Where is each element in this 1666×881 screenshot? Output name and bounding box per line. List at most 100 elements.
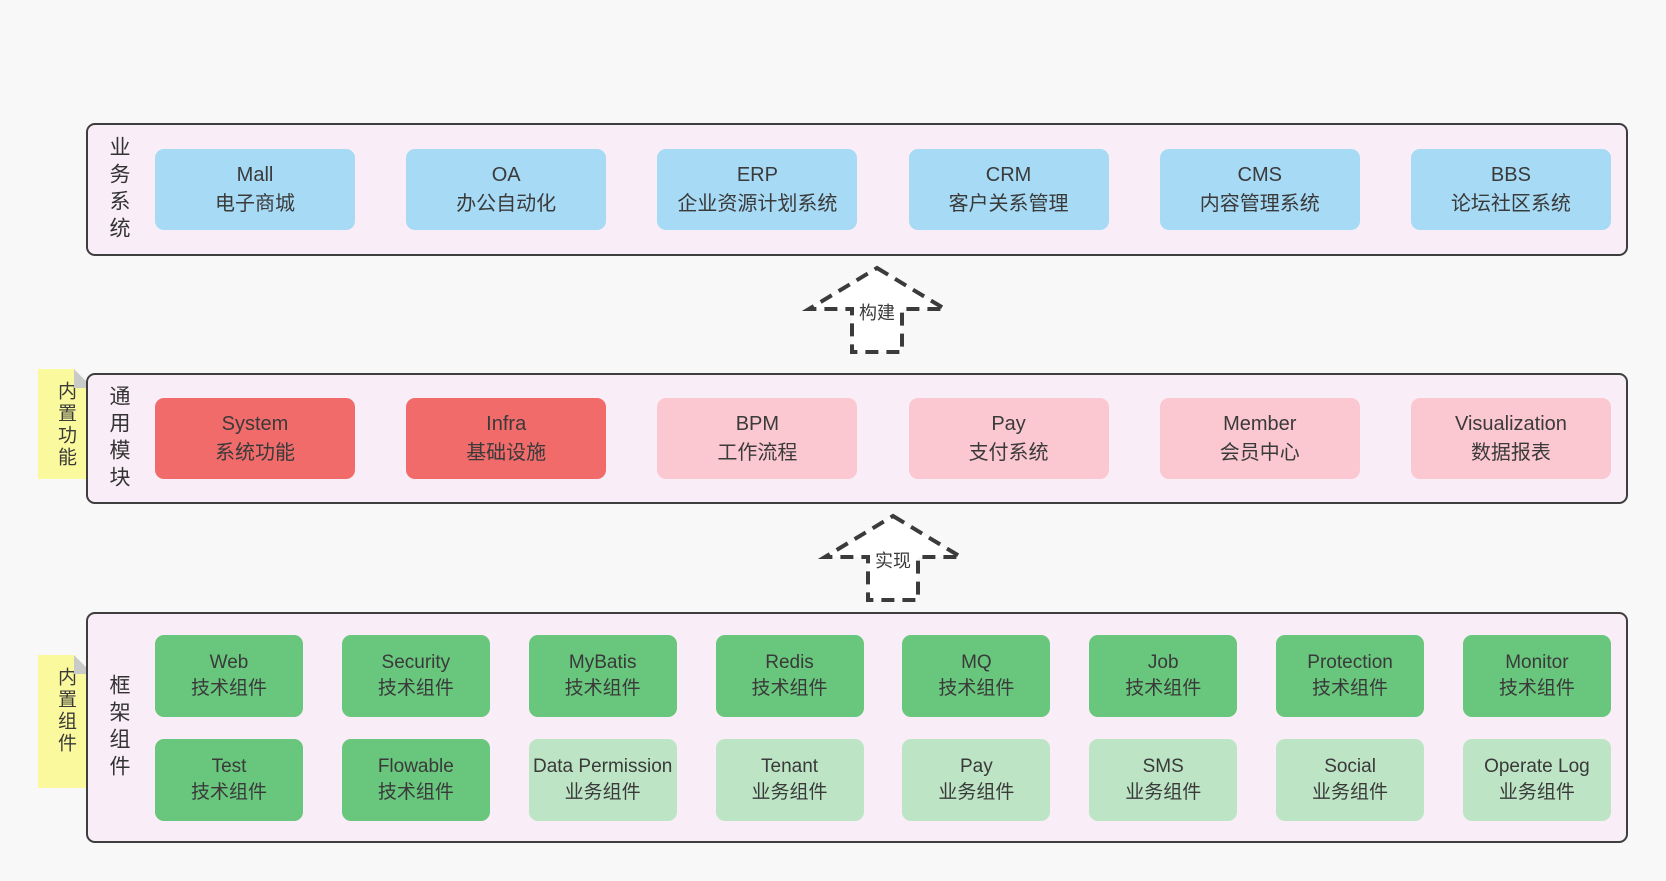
module-box-subtitle: 内容管理系统: [1199, 192, 1320, 215]
module-box-bpm: BPM 工作流程: [657, 398, 858, 479]
module-box-subtitle: 客户关系管理: [948, 192, 1069, 215]
module-box-security: Security 技术组件: [341, 634, 490, 717]
module-box-crm: CRM 客户关系管理: [908, 149, 1109, 230]
sticky-label: 内置组件: [55, 667, 76, 755]
module-box-pay: Pay 业务组件: [902, 738, 1051, 821]
module-box-job: Job 技术组件: [1089, 634, 1238, 717]
module-box-title: System: [221, 413, 289, 436]
module-box-title: Monitor: [1505, 652, 1569, 674]
sticky-note-builtin-components: 内置组件: [38, 655, 93, 788]
module-box-title: Tenant: [761, 756, 819, 778]
module-box-cms: CMS 内容管理系统: [1159, 149, 1360, 230]
sticky-note-builtin-features: 内置功能: [38, 369, 93, 479]
module-box-subtitle: 技术组件: [1125, 677, 1202, 699]
module-box-subtitle: 业务组件: [751, 781, 828, 803]
module-box-title: Pay: [991, 413, 1026, 436]
module-box-title: Redis: [765, 652, 814, 674]
module-box-member: Member 会员中心: [1159, 398, 1360, 479]
module-box-title: ERP: [736, 164, 778, 187]
implement-arrow-label: 实现: [871, 546, 915, 575]
module-box-data-permission: Data Permission 业务组件: [528, 738, 677, 821]
module-box-tenant: Tenant 业务组件: [715, 738, 864, 821]
implement-arrow: 实现: [818, 512, 968, 604]
module-box-title: Data Permission: [532, 756, 673, 778]
module-box-subtitle: 电子商城: [215, 192, 295, 215]
module-box-title: Infra: [486, 413, 527, 436]
module-box-subtitle: 论坛社区系统: [1450, 192, 1571, 215]
module-box-title: Flowable: [377, 756, 454, 778]
module-box-title: Mall: [236, 164, 274, 187]
module-box-subtitle: 业务组件: [1125, 781, 1202, 803]
module-box-subtitle: 系统功能: [215, 441, 295, 464]
module-box-erp: ERP 企业资源计划系统: [657, 149, 858, 230]
module-box-social: Social 业务组件: [1276, 738, 1425, 821]
build-arrow-label: 构建: [855, 298, 899, 327]
module-box-subtitle: 技术组件: [377, 677, 454, 699]
module-box-title: OA: [491, 164, 521, 187]
module-box-subtitle: 技术组件: [938, 677, 1015, 699]
module-box-title: BPM: [735, 413, 780, 436]
layer-label-modules: 通用模块: [107, 384, 130, 493]
module-box-title: Job: [1147, 652, 1179, 674]
module-box-sms: SMS 业务组件: [1089, 738, 1238, 821]
module-box-bbs: BBS 论坛社区系统: [1410, 149, 1611, 230]
module-box-flowable: Flowable 技术组件: [341, 738, 490, 821]
module-box-title: CRM: [985, 164, 1032, 187]
module-box-subtitle: 业务组件: [1312, 781, 1389, 803]
module-box-title: BBS: [1490, 164, 1531, 187]
module-box-title: Web: [209, 652, 249, 674]
module-box-subtitle: 数据报表: [1470, 441, 1551, 464]
module-box-redis: Redis 技术组件: [715, 634, 864, 717]
module-box-visualization: Visualization 数据报表: [1410, 398, 1611, 479]
module-box-title: Social: [1324, 756, 1376, 778]
build-arrow: 构建: [802, 264, 952, 356]
module-box-subtitle: 企业资源计划系统: [677, 192, 838, 215]
layer-label-components: 框架组件: [107, 673, 130, 782]
module-box-mall: Mall 电子商城: [155, 149, 355, 230]
module-box-title: CMS: [1237, 164, 1282, 187]
module-box-title: MQ: [961, 652, 992, 674]
module-box-title: Operate Log: [1484, 756, 1590, 778]
module-box-web: Web 技术组件: [155, 634, 303, 717]
module-box-title: Test: [211, 756, 247, 778]
module-box-subtitle: 技术组件: [564, 677, 641, 699]
module-box-subtitle: 支付系统: [968, 441, 1049, 464]
module-box-operate-log: Operate Log 业务组件: [1462, 738, 1611, 821]
module-box-subtitle: 业务组件: [1498, 781, 1575, 803]
module-box-subtitle: 技术组件: [377, 781, 454, 803]
module-box-title: Pay: [960, 756, 993, 778]
module-box-subtitle: 技术组件: [1498, 677, 1575, 699]
module-box-subtitle: 技术组件: [190, 677, 267, 699]
module-box-subtitle: 业务组件: [564, 781, 641, 803]
module-box-subtitle: 会员中心: [1219, 441, 1300, 464]
module-box-subtitle: 技术组件: [190, 781, 267, 803]
module-box-system: System 系统功能: [155, 398, 355, 479]
module-box-title: Security: [381, 652, 451, 674]
module-box-title: Visualization: [1454, 413, 1567, 436]
layer-label-business: 业务系统: [107, 135, 130, 244]
module-box-subtitle: 工作流程: [717, 441, 798, 464]
module-box-monitor: Monitor 技术组件: [1462, 634, 1611, 717]
module-box-subtitle: 技术组件: [1312, 677, 1389, 699]
module-box-title: Protection: [1307, 652, 1393, 674]
module-box-subtitle: 技术组件: [751, 677, 828, 699]
module-box-test: Test 技术组件: [155, 738, 303, 821]
module-box-title: SMS: [1142, 756, 1184, 778]
module-box-title: Member: [1223, 413, 1297, 436]
module-box-subtitle: 业务组件: [938, 781, 1015, 803]
module-box-pay: Pay 支付系统: [908, 398, 1109, 479]
